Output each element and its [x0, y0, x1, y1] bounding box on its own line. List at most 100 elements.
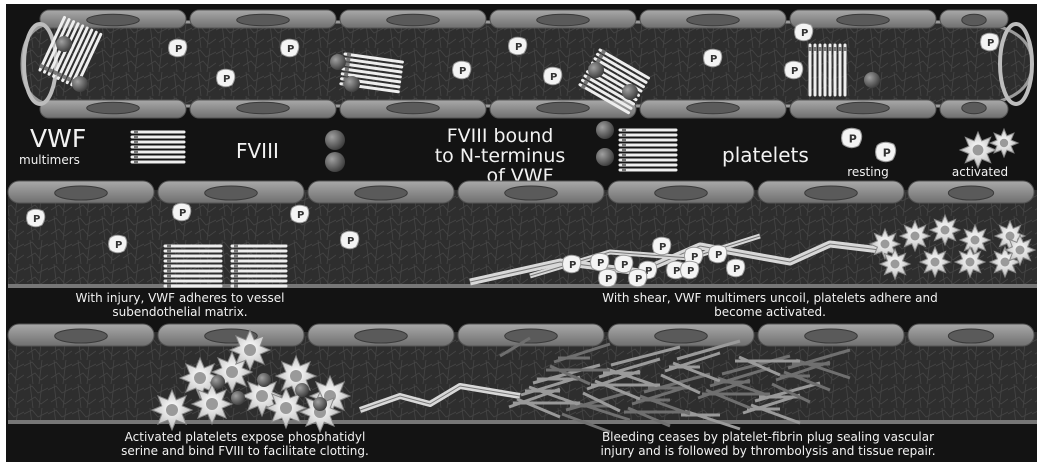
- platelet-granule: [1001, 258, 1010, 267]
- platelet-glyph: P: [687, 266, 694, 277]
- vwf-knot: [622, 163, 626, 167]
- fviii-molecule: [596, 148, 614, 166]
- platelet-granule: [971, 236, 980, 245]
- vwf-knot: [823, 47, 827, 51]
- cell-nucleus: [87, 102, 140, 114]
- fviii-molecule: [211, 375, 225, 389]
- platelet-glyph: P: [347, 236, 354, 247]
- vwf-knot: [843, 47, 847, 51]
- platelet-granule: [891, 260, 900, 269]
- caption-bleeding-line1: Bleeding ceases by platelet-fibrin plug …: [602, 430, 934, 444]
- platelet-resting: P: [544, 67, 562, 85]
- fviii-molecule: [622, 84, 638, 100]
- platelet-glyph: P: [569, 260, 576, 271]
- cell-nucleus: [387, 14, 440, 26]
- vwf-knot: [344, 72, 349, 77]
- platelet-resting: P: [727, 259, 745, 277]
- vwf-knot: [167, 249, 171, 253]
- vwf-knot: [622, 158, 626, 162]
- platelet-glyph: P: [673, 266, 680, 277]
- cell-nucleus: [355, 186, 408, 200]
- legend-vwf-label: VWF: [30, 124, 86, 153]
- legend-activated-label: activated: [952, 165, 1008, 179]
- platelet-granule: [290, 370, 302, 382]
- vwf-knot: [818, 47, 822, 51]
- subendothelial-matrix: [8, 284, 1037, 288]
- platelet-resting: P: [341, 231, 359, 249]
- platelet-glyph: P: [459, 66, 466, 77]
- vwf-knot: [347, 52, 352, 57]
- platelet-glyph: P: [33, 214, 40, 225]
- vwf-knot: [167, 279, 171, 283]
- vwf-knot: [134, 140, 138, 144]
- vwf-knot: [234, 284, 238, 288]
- platelet-resting: P: [591, 253, 609, 271]
- vwf-multimer: [620, 128, 676, 172]
- vwf-multimer: [165, 244, 221, 288]
- platelet-granule: [973, 145, 984, 156]
- platelet-granule: [206, 398, 218, 410]
- vwf-knot: [234, 274, 238, 278]
- platelet-resting: P: [681, 261, 699, 279]
- vwf-knot: [622, 143, 626, 147]
- vwf-knot: [134, 150, 138, 154]
- platelet-resting: P: [599, 269, 617, 287]
- cell-nucleus: [962, 14, 986, 26]
- vwf-knot: [838, 47, 842, 51]
- cell-nucleus: [962, 102, 986, 114]
- vwf-knot: [622, 133, 626, 137]
- legend-bound-line2: to N-terminus: [435, 145, 566, 167]
- cell-nucleus: [355, 329, 408, 343]
- platelet-granule: [881, 240, 890, 249]
- caption-shear-line2: become activated.: [714, 305, 826, 319]
- platelet-glyph: P: [223, 74, 230, 85]
- vwf-knot: [833, 47, 837, 51]
- vwf-knot: [622, 148, 626, 152]
- platelet-granule: [1000, 139, 1008, 147]
- platelet-glyph: P: [179, 208, 186, 219]
- platelet-resting: P: [453, 61, 471, 79]
- platelet-glyph: P: [883, 146, 891, 159]
- vwf-knot: [134, 135, 138, 139]
- vwf-knot: [134, 130, 138, 134]
- platelet-resting: P: [563, 255, 581, 273]
- cell-nucleus: [687, 102, 740, 114]
- platelet-granule: [244, 344, 256, 356]
- fviii-molecule: [588, 62, 604, 78]
- legend-platelets-label: platelets: [722, 143, 809, 167]
- platelet-glyph: P: [550, 72, 557, 83]
- platelet-resting: P: [217, 69, 235, 87]
- cell-nucleus: [805, 329, 858, 343]
- vwf-knot: [234, 259, 238, 263]
- vwf-knot: [134, 160, 138, 164]
- platelet-glyph: P: [987, 38, 994, 49]
- vwf-knot: [167, 264, 171, 268]
- fviii-molecule: [295, 383, 309, 397]
- cell-nucleus: [55, 186, 108, 200]
- cell-nucleus: [948, 329, 993, 343]
- vwf-knot: [234, 269, 238, 273]
- legend-bound-line1: FVIII bound: [447, 125, 554, 147]
- platelet-glyph: P: [597, 258, 604, 269]
- fviii-molecule: [313, 397, 327, 411]
- fviii-molecule: [330, 54, 346, 70]
- vwf-knot: [167, 274, 171, 278]
- platelet-resting: P: [653, 237, 671, 255]
- vwf-knot: [622, 153, 626, 157]
- vwf-knot: [234, 254, 238, 258]
- fviii-molecule: [344, 76, 360, 92]
- platelet-resting: P: [281, 39, 299, 57]
- vwf-knot: [234, 264, 238, 268]
- cell-nucleus: [505, 329, 558, 343]
- vwf-knot: [813, 47, 817, 51]
- platelet-granule: [226, 366, 238, 378]
- fviii-molecule: [257, 373, 271, 387]
- vwf-knot: [345, 62, 350, 67]
- vessel-overview: [22, 10, 1032, 118]
- platelet-resting: P: [709, 245, 727, 263]
- platelet-glyph: P: [287, 44, 294, 55]
- platelet-granule: [931, 258, 940, 267]
- vwf-knot: [234, 244, 238, 248]
- vwf-knot: [167, 244, 171, 248]
- vwf-knot: [234, 249, 238, 253]
